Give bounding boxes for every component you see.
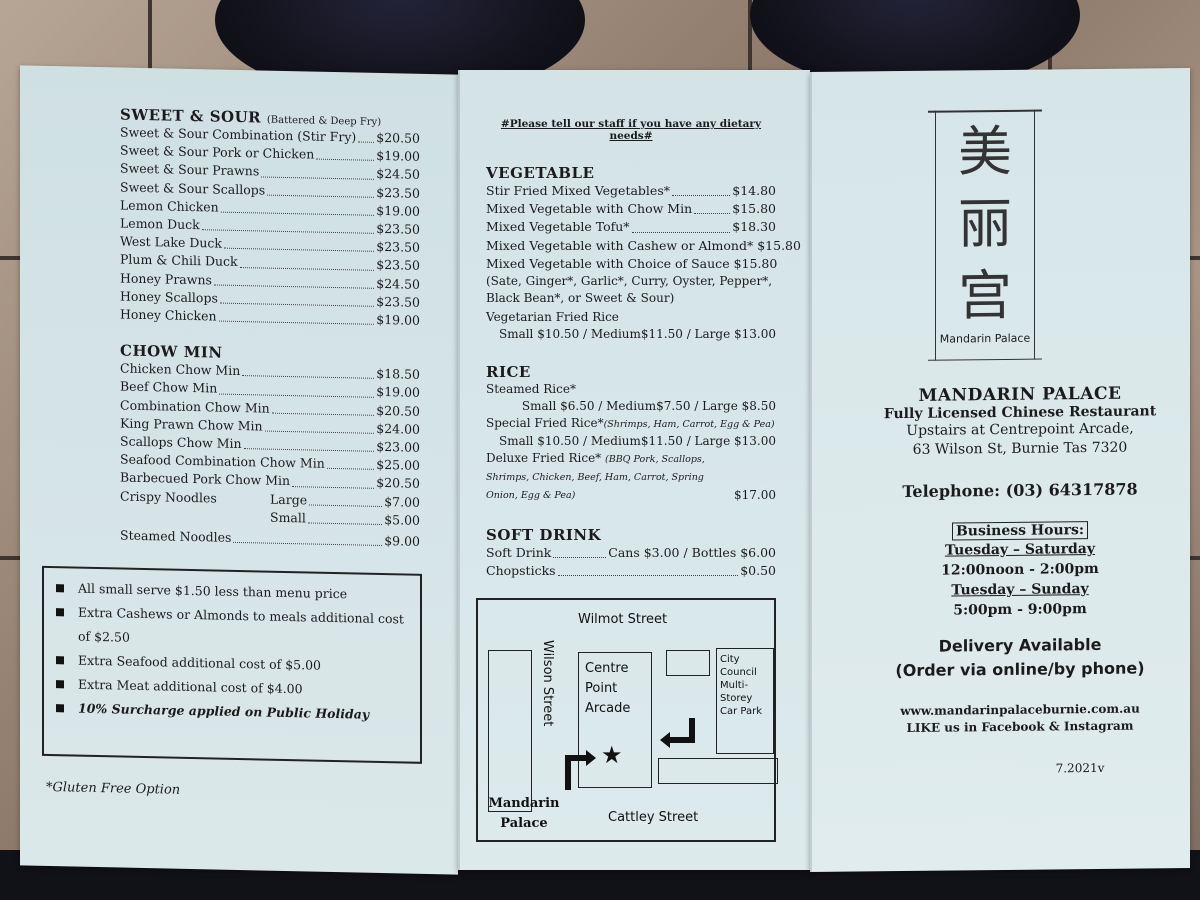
version-code: 7.2021v bbox=[1055, 760, 1105, 776]
business-hours: Tuesday – Saturday 12:00noon - 2:00pm Tu… bbox=[941, 541, 1099, 619]
dietary-notice: #Please tell our staff if you have any d… bbox=[500, 118, 762, 142]
star-icon: ★ bbox=[601, 741, 623, 769]
section-title-rice: RICE bbox=[486, 363, 531, 382]
telephone: Telephone: (03) 64317878 bbox=[902, 479, 1138, 502]
menu-item: Mixed Vegetable with Choice of Sauce$15.… bbox=[486, 255, 778, 273]
takeaway-menu-brochure: SWEET & SOUR (Battered & Deep Fry) Sweet… bbox=[10, 65, 1190, 875]
left-menu-content: SWEET & SOUR (Battered & Deep Fry) Sweet… bbox=[120, 106, 420, 552]
menu-item: Stir Fried Mixed Vegetables* $14.80 bbox=[486, 182, 776, 200]
fold-line bbox=[810, 71, 812, 872]
sauce-options-note: (Sate, Ginger*, Garlic*, Curry, Oyster, … bbox=[486, 274, 773, 306]
menu-item-price: $15.80 bbox=[757, 237, 801, 253]
map-building-car-park: City Council Multi-Storey Car Park bbox=[716, 648, 774, 754]
menu-item-chopsticks: Chopsticks $0.50 bbox=[486, 563, 776, 579]
menu-item-price: $23.50 bbox=[376, 184, 420, 201]
logo-caption: Mandarin Palace bbox=[939, 331, 1031, 346]
menu-item-price: $23.50 bbox=[376, 293, 420, 310]
menu-item-name: Honey Chicken bbox=[120, 306, 217, 324]
menu-panel-right: 美 丽 宫 Mandarin Palace MANDARIN PALACE Fu… bbox=[810, 68, 1190, 872]
restaurant-logo: 美 丽 宫 Mandarin Palace bbox=[935, 109, 1035, 361]
middle-menu-content: #Please tell our staff if you have any d… bbox=[486, 118, 801, 580]
menu-item-name: Plum & Chili Duck bbox=[120, 251, 238, 270]
map-building-left bbox=[488, 650, 532, 812]
menu-item-price: $20.50 bbox=[376, 475, 420, 492]
menu-item-price: $15.80 bbox=[733, 255, 778, 271]
menu-item-name: Lemon Chicken bbox=[120, 197, 219, 215]
menu-item: Mixed Vegetable with Chow Min $15.80 bbox=[486, 200, 776, 218]
menu-item-price: $24.00 bbox=[376, 420, 420, 437]
menu-panel-middle: #Please tell our staff if you have any d… bbox=[458, 70, 810, 870]
menu-item-name: Mixed Vegetable with Cashew or Almond* bbox=[486, 237, 754, 253]
menu-item-name: Honey Scallops bbox=[120, 288, 218, 306]
delivery-info: Delivery Available (Order via online/by … bbox=[895, 634, 1145, 681]
extras-notes-box: All small serve $1.50 less than menu pri… bbox=[42, 565, 422, 764]
section-title-vegetable: VEGETABLE bbox=[486, 164, 595, 182]
menu-item-price: $23.50 bbox=[376, 239, 420, 256]
menu-item-steamed-noodles: Steamed Noodles $9.00 bbox=[120, 527, 420, 549]
section-title-soft-drink: SOFT DRINK bbox=[486, 526, 602, 545]
menu-item-name: Stir Fried Mixed Vegetables* bbox=[486, 183, 670, 198]
menu-item-special-fried-rice: Special Fried Rice*(Shrimps, Ham, Carrot… bbox=[486, 416, 775, 431]
menu-item-price: $24.50 bbox=[376, 275, 420, 292]
menu-item: Mixed Vegetable Tofu* $18.30 bbox=[486, 218, 776, 236]
menu-item-price: $15.80 bbox=[732, 201, 776, 217]
fold-line bbox=[458, 70, 460, 870]
menu-item-price: $20.50 bbox=[376, 402, 420, 419]
map-label-wilmot-street: Wilmot Street bbox=[578, 612, 668, 627]
vegetarian-rice-sizes: Small $10.50 / Medium$11.50 / Large $13.… bbox=[498, 327, 776, 342]
menu-item-name: Mixed Vegetable with Chow Min bbox=[486, 201, 693, 217]
location-map: Wilmot Street Wilson Street Cattley Stre… bbox=[476, 598, 778, 842]
website-and-social: www.mandarinpalaceburnie.com.au LIKE us … bbox=[900, 701, 1140, 735]
menu-item-price: $20.50 bbox=[376, 129, 420, 146]
address-line-2: 63 Wilson St, Burnie Tas 7320 bbox=[912, 439, 1128, 458]
menu-item-price: $23.50 bbox=[376, 257, 420, 274]
menu-item-price: $25.00 bbox=[376, 457, 420, 474]
map-label-cattley-street: Cattley Street bbox=[608, 810, 699, 825]
logo-chinese-characters: 美 丽 宫 bbox=[958, 119, 1012, 328]
business-hours-title: Business Hours: bbox=[951, 521, 1089, 541]
map-arrows bbox=[565, 718, 695, 790]
menu-item-soft-drink: Soft Drink Cans $3.00 / Bottles $6.00 bbox=[486, 545, 776, 561]
menu-item-price: $19.00 bbox=[376, 311, 420, 328]
menu-item-price: $18.30 bbox=[732, 219, 776, 235]
menu-item-name: Mixed Vegetable Tofu* bbox=[486, 219, 630, 235]
restaurant-info: MANDARIN PALACE Fully Licensed Chinese R… bbox=[870, 383, 1170, 777]
menu-item-price: $14.80 bbox=[732, 183, 776, 198]
special-rice-sizes: Small $10.50 / Medium$11.50 / Large $13.… bbox=[498, 434, 776, 449]
menu-item: Mixed Vegetable with Cashew or Almond*$1… bbox=[486, 237, 801, 255]
gluten-free-note: *Gluten Free Option bbox=[46, 779, 181, 798]
menu-item-name: Beef Chow Min bbox=[120, 378, 218, 396]
map-building-arcade: Centre Point Arcade ★ bbox=[578, 652, 652, 788]
menu-item-name: West Lake Duck bbox=[120, 233, 222, 251]
note-item: Extra Cashews or Almonds to meals additi… bbox=[56, 600, 412, 655]
map-label-wilson-street: Wilson Street bbox=[540, 640, 555, 727]
menu-item-price: $19.00 bbox=[376, 202, 420, 219]
menu-item-name: Honey Prawns bbox=[120, 270, 212, 288]
menu-item-steamed-rice: Steamed Rice* bbox=[486, 382, 576, 397]
menu-item-price: $19.00 bbox=[376, 384, 420, 401]
menu-item-name: Lemon Duck bbox=[120, 215, 200, 233]
menu-item-price: $23.50 bbox=[376, 220, 420, 237]
sweet-sour-list: Sweet & Sour Combination (Stir Fry)$20.5… bbox=[120, 124, 420, 331]
menu-item-price: $18.50 bbox=[376, 366, 420, 383]
menu-item-vegetarian-fried-rice: Vegetarian Fried Rice bbox=[486, 310, 619, 325]
menu-item-price: $19.00 bbox=[376, 148, 420, 164]
map-building-bottom bbox=[658, 758, 778, 784]
steamed-rice-sizes: Small $6.50 / Medium$7.50 / Large $8.50 bbox=[521, 399, 776, 414]
menu-panel-left: SWEET & SOUR (Battered & Deep Fry) Sweet… bbox=[20, 65, 458, 875]
menu-item-price: $23.00 bbox=[376, 438, 420, 455]
menu-item-name: Mixed Vegetable with Choice of Sauce bbox=[486, 255, 730, 271]
menu-item-deluxe-fried-rice: Deluxe Fried Rice* (BBQ Pork, Scallops, … bbox=[486, 451, 776, 503]
map-label-mandarin-palace: Mandarin Palace bbox=[488, 796, 560, 831]
map-building-small bbox=[666, 650, 710, 676]
menu-item-price: $24.50 bbox=[376, 166, 420, 183]
